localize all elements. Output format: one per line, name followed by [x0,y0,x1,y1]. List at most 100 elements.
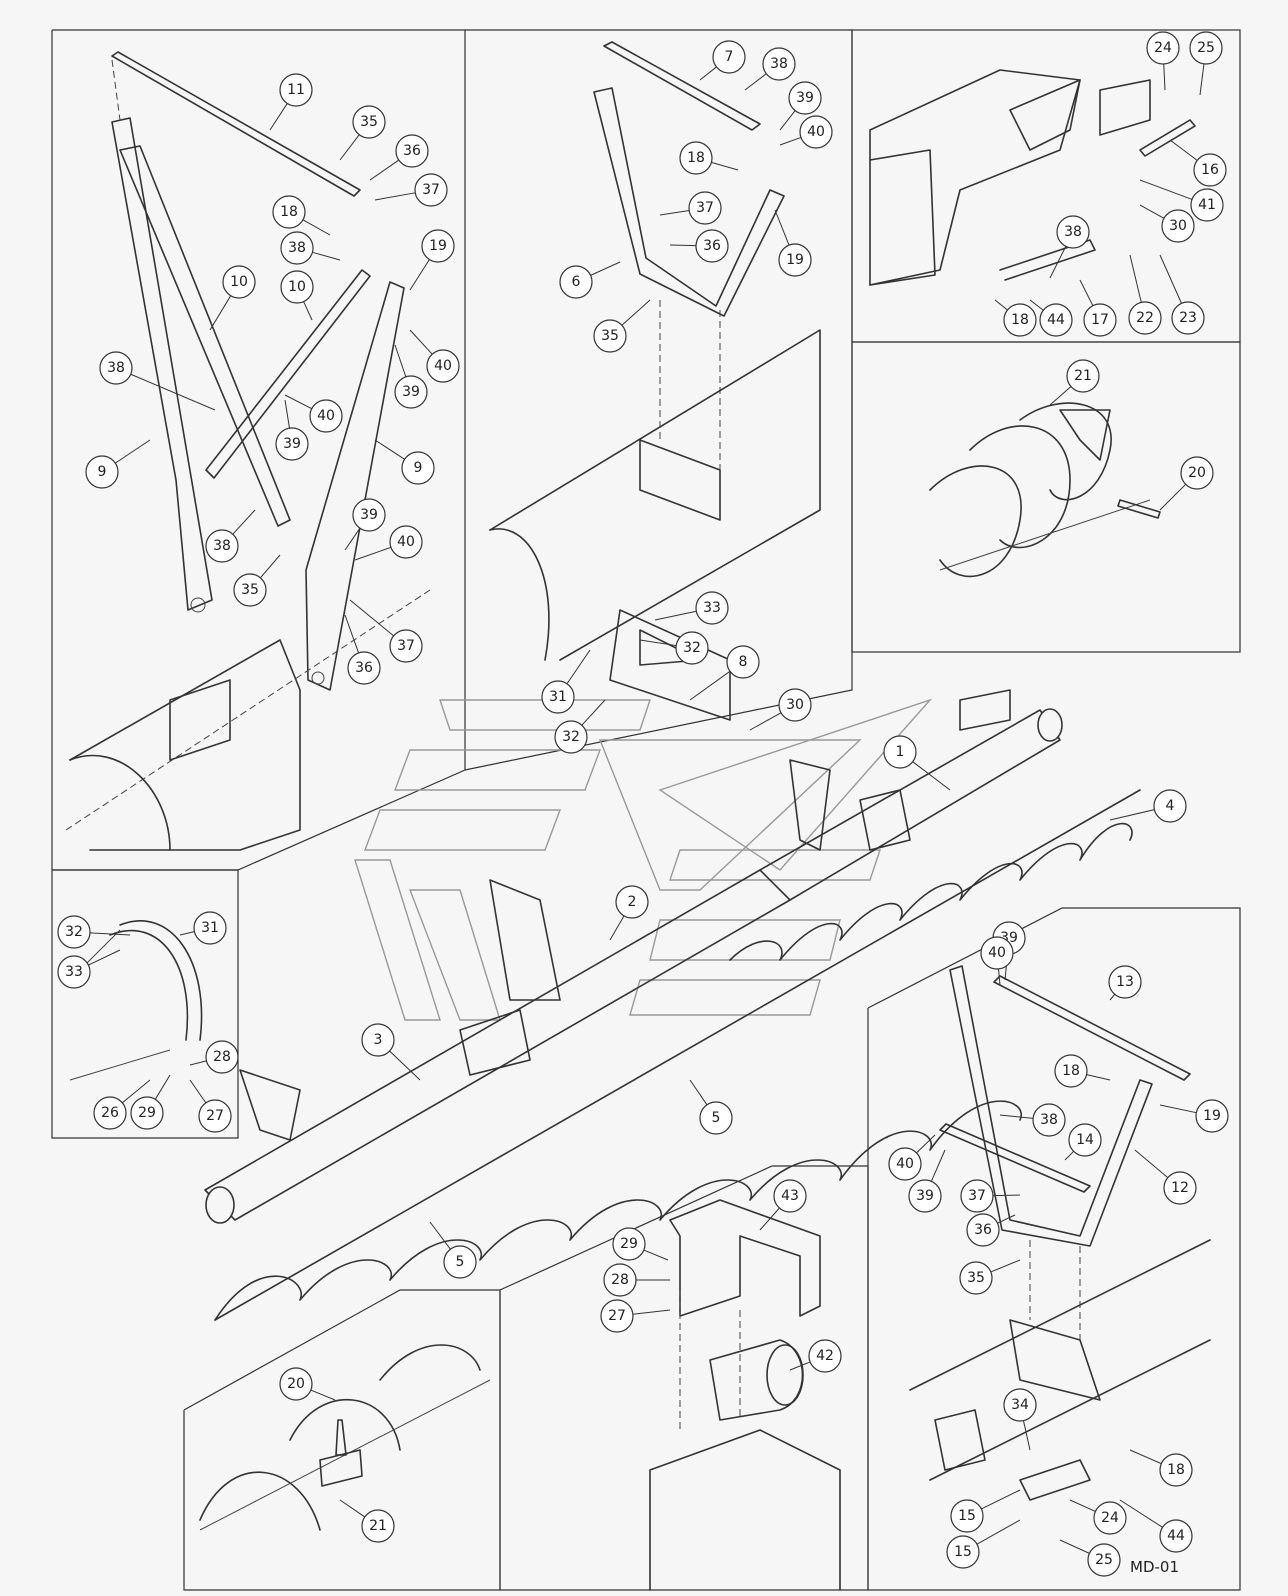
callout-leader [189,1079,207,1104]
callout-19: 19 [774,209,812,277]
callout-circle [352,498,386,532]
callout-number: 8 [739,654,748,670]
callout-circle [426,349,460,383]
callout-circle [1032,1103,1066,1137]
callout-33: 33 [57,949,121,989]
callout-leader [1159,254,1182,304]
callout-number: 24 [1101,1510,1119,1526]
callout-circle [193,911,227,945]
callout-33: 33 [654,591,729,625]
callout-circle [808,1339,842,1373]
callout-21: 21 [1049,359,1100,406]
callout-11: 11 [269,73,313,131]
callout-circle [946,1535,980,1569]
callout-15: 15 [946,1519,1021,1569]
callout-leader [659,209,690,216]
bracket-ul [169,679,231,761]
callout-17: 17 [1079,279,1117,337]
callout-circle [401,451,435,485]
callout-circle [99,351,133,385]
callout-leader [976,1519,1021,1545]
tube-lr [909,1239,1211,1481]
callout-circle [421,229,455,263]
callout-number: 44 [1167,1528,1185,1544]
callout-number: 29 [620,1236,638,1252]
callout-leader [389,1050,421,1081]
callout-leader [749,712,782,731]
callout-leader [711,161,739,171]
callout-leader [981,1489,1021,1510]
callout-36: 36 [966,1213,1016,1247]
callout-number: 40 [434,358,452,374]
callout-35: 35 [593,299,651,353]
callout-circle [1195,1099,1229,1133]
callout-leader [1059,1539,1090,1554]
frame-left-flange-detail [51,869,239,1139]
auger-flight-3 [1019,402,1112,501]
callout-40: 40 [888,1134,936,1181]
callout-number: 25 [1197,40,1215,56]
callout-19: 19 [409,229,455,291]
callout-circle [352,105,386,139]
callout-circle [395,134,429,168]
callout-38: 38 [280,231,341,265]
frame-lower-middle [499,1165,869,1591]
callout-circle [280,270,314,304]
callout-leader [1022,1420,1031,1451]
callout-circle [1066,359,1100,393]
callout-number: 5 [712,1110,721,1126]
callout-leader [374,192,416,201]
housing-ur-front [869,149,936,286]
callout-number: 14 [1076,1132,1094,1148]
callout-leader [654,610,697,621]
callout-circle [233,573,267,607]
callout-36: 36 [369,134,429,181]
callout-leader [344,527,361,551]
callout-1: 1 [883,735,951,791]
callout-34: 34 [1003,1388,1037,1451]
callout-number: 40 [988,945,1006,961]
callout-number: 23 [1179,310,1197,326]
callout-circle [1190,188,1224,222]
callout-leader [339,1499,366,1518]
callout-9: 9 [85,439,151,489]
callout-leader [689,1079,708,1106]
callout-circle [1056,215,1090,249]
callout-38: 38 [999,1103,1066,1137]
callout-leader [284,394,312,410]
callout-leader [89,932,131,936]
callout-36: 36 [669,229,729,263]
callout-40: 40 [354,525,423,561]
callout-25: 25 [1059,1539,1121,1577]
callout-circle [361,1509,395,1543]
callout-circle [726,645,760,679]
callout-leader [269,103,288,131]
callout-18: 18 [272,195,331,236]
callout-leader [992,1194,1021,1197]
lower-left-assembly [199,1344,491,1531]
callout-number: 32 [65,924,83,940]
callout-circle [389,629,423,663]
callout-number: 36 [403,143,421,159]
callout-circle [198,1099,232,1133]
callout-number: 40 [807,124,825,140]
callout-32: 32 [639,631,709,665]
upper-middle-assembly [489,41,821,721]
pin-17 [999,239,1096,281]
callout-circle [712,40,746,74]
callout-number: 30 [786,697,804,713]
callout-24: 24 [1146,31,1180,91]
main-tube-end [205,1186,235,1224]
callout-leader [1086,1074,1111,1081]
callout-leader [1049,246,1067,279]
callout-number: 20 [287,1376,305,1392]
arm-9-left-bolt-hole [190,597,206,613]
brace-bar-14 [939,1123,1091,1193]
callout-number: 3 [374,1032,383,1048]
callout-number: 36 [974,1222,992,1238]
callout-41: 41 [1139,179,1224,222]
callout-35: 35 [233,554,281,607]
callout-number: 33 [65,964,83,980]
callout-circle [85,455,119,489]
callout-number: 38 [213,538,231,554]
